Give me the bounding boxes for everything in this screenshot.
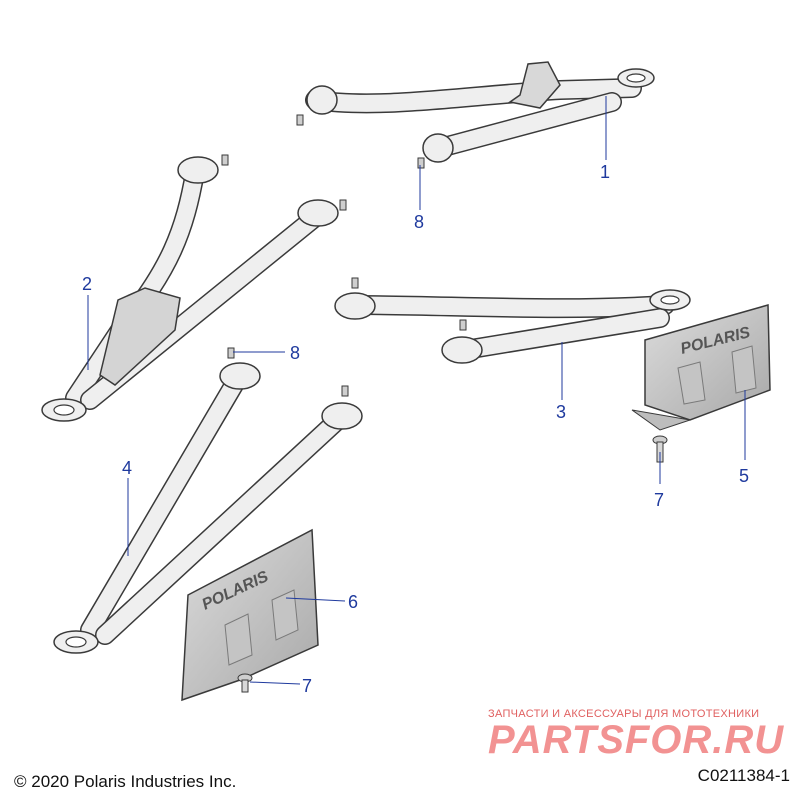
callout-6: 6	[348, 592, 358, 612]
control-arm-3	[334, 277, 691, 364]
skid-guard-6: POLARIS	[181, 528, 319, 702]
callout-3: 3	[556, 402, 566, 422]
callout-8-top: 8	[414, 212, 424, 232]
skid-guard-5: POLARIS	[631, 304, 771, 431]
copyright: © 2020 Polaris Industries Inc.	[14, 772, 237, 791]
control-arm-2	[41, 154, 347, 422]
watermark-tagline: ЗАПЧАСТИ И АКСЕССУАРЫ ДЛЯ МОТОТЕХНИКИ	[488, 708, 760, 720]
control-arm-1	[296, 61, 655, 169]
control-arm-4	[53, 347, 363, 654]
callout-1: 1	[600, 162, 610, 182]
callout-7-right: 7	[654, 490, 664, 510]
diagram-code: C0211384-1	[697, 766, 790, 785]
watermark-logo: PARTSFOR.RU	[488, 718, 785, 762]
callout-2: 2	[82, 274, 92, 294]
callout-4: 4	[122, 458, 132, 478]
callout-5: 5	[739, 466, 749, 486]
bolt-7-left	[237, 673, 253, 693]
callout-8-middle: 8	[290, 343, 300, 363]
callout-7-left: 7	[302, 676, 312, 696]
